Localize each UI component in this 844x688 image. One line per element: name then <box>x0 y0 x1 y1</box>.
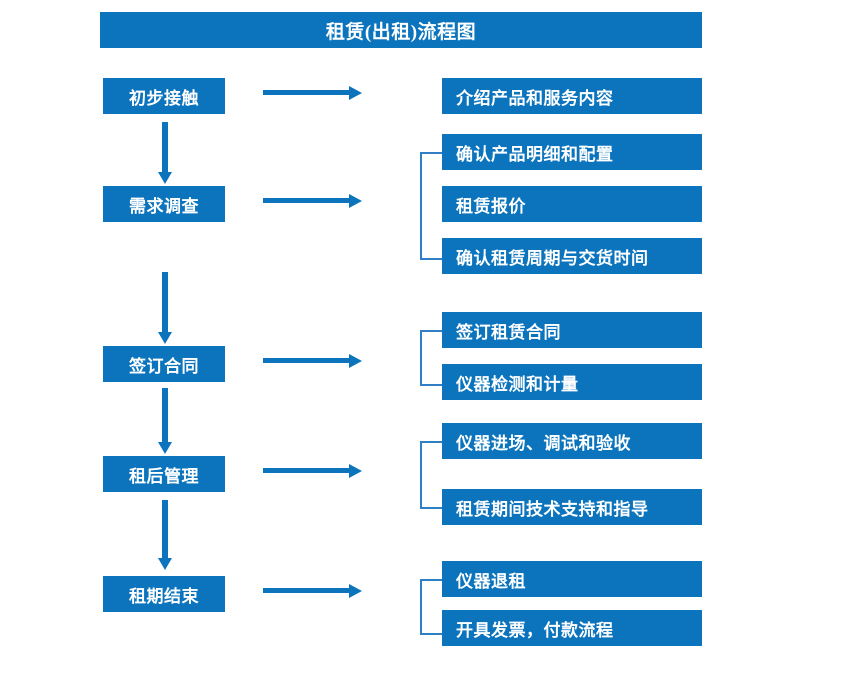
detail-box-2-2[interactable]: 租赁报价 <box>442 186 702 222</box>
arrow-head <box>158 558 172 570</box>
group-bracket-icon-2 <box>420 152 442 260</box>
detail-box-4-2[interactable]: 租赁期间技术支持和指导 <box>442 489 702 525</box>
arrow-shaft <box>263 588 351 593</box>
stage-box-1[interactable]: 初步接触 <box>103 78 225 114</box>
arrow-shaft <box>263 90 351 95</box>
detail-box-3-1[interactable]: 签订租赁合同 <box>442 312 702 348</box>
detail-box-2-3[interactable]: 确认租赁周期与交货时间 <box>442 238 702 274</box>
stage-box-4[interactable]: 租后管理 <box>103 456 225 492</box>
detail-box-1-1[interactable]: 介绍产品和服务内容 <box>442 78 702 114</box>
down-arrow-icon-1 <box>157 122 173 184</box>
down-arrow-icon-3 <box>157 388 173 454</box>
detail-box-5-1[interactable]: 仪器退租 <box>442 561 702 597</box>
group-bracket-icon-5 <box>420 579 442 635</box>
right-arrow-icon-5 <box>263 583 363 599</box>
stage-box-2[interactable]: 需求调查 <box>103 186 225 222</box>
arrow-head <box>349 354 362 368</box>
stage-box-5[interactable]: 租期结束 <box>103 576 225 612</box>
detail-box-5-2[interactable]: 开具发票，付款流程 <box>442 610 702 646</box>
detail-box-3-2[interactable]: 仪器检测和计量 <box>442 364 702 400</box>
arrow-shaft <box>162 272 168 332</box>
right-arrow-icon-2 <box>263 193 363 209</box>
arrow-head <box>349 464 362 478</box>
group-bracket-icon-4 <box>420 441 442 509</box>
chart-title: 租赁(出租)流程图 <box>100 12 702 48</box>
arrow-head <box>349 86 362 100</box>
arrow-shaft <box>162 122 168 172</box>
down-arrow-icon-2 <box>157 272 173 344</box>
right-arrow-icon-3 <box>263 353 363 369</box>
arrow-head <box>349 584 362 598</box>
stage-box-3[interactable]: 签订合同 <box>103 346 225 382</box>
arrow-shaft <box>263 468 351 473</box>
arrow-head <box>349 194 362 208</box>
right-arrow-icon-4 <box>263 463 363 479</box>
down-arrow-icon-4 <box>157 500 173 570</box>
arrow-head <box>158 442 172 454</box>
arrow-shaft <box>263 358 351 363</box>
arrow-shaft <box>263 198 351 203</box>
detail-box-2-1[interactable]: 确认产品明细和配置 <box>442 134 702 170</box>
group-bracket-icon-3 <box>420 330 442 386</box>
detail-box-4-1[interactable]: 仪器进场、调试和验收 <box>442 423 702 459</box>
arrow-head <box>158 172 172 184</box>
arrow-shaft <box>162 500 168 558</box>
arrow-head <box>158 332 172 344</box>
arrow-shaft <box>162 388 168 442</box>
right-arrow-icon-1 <box>263 85 363 101</box>
